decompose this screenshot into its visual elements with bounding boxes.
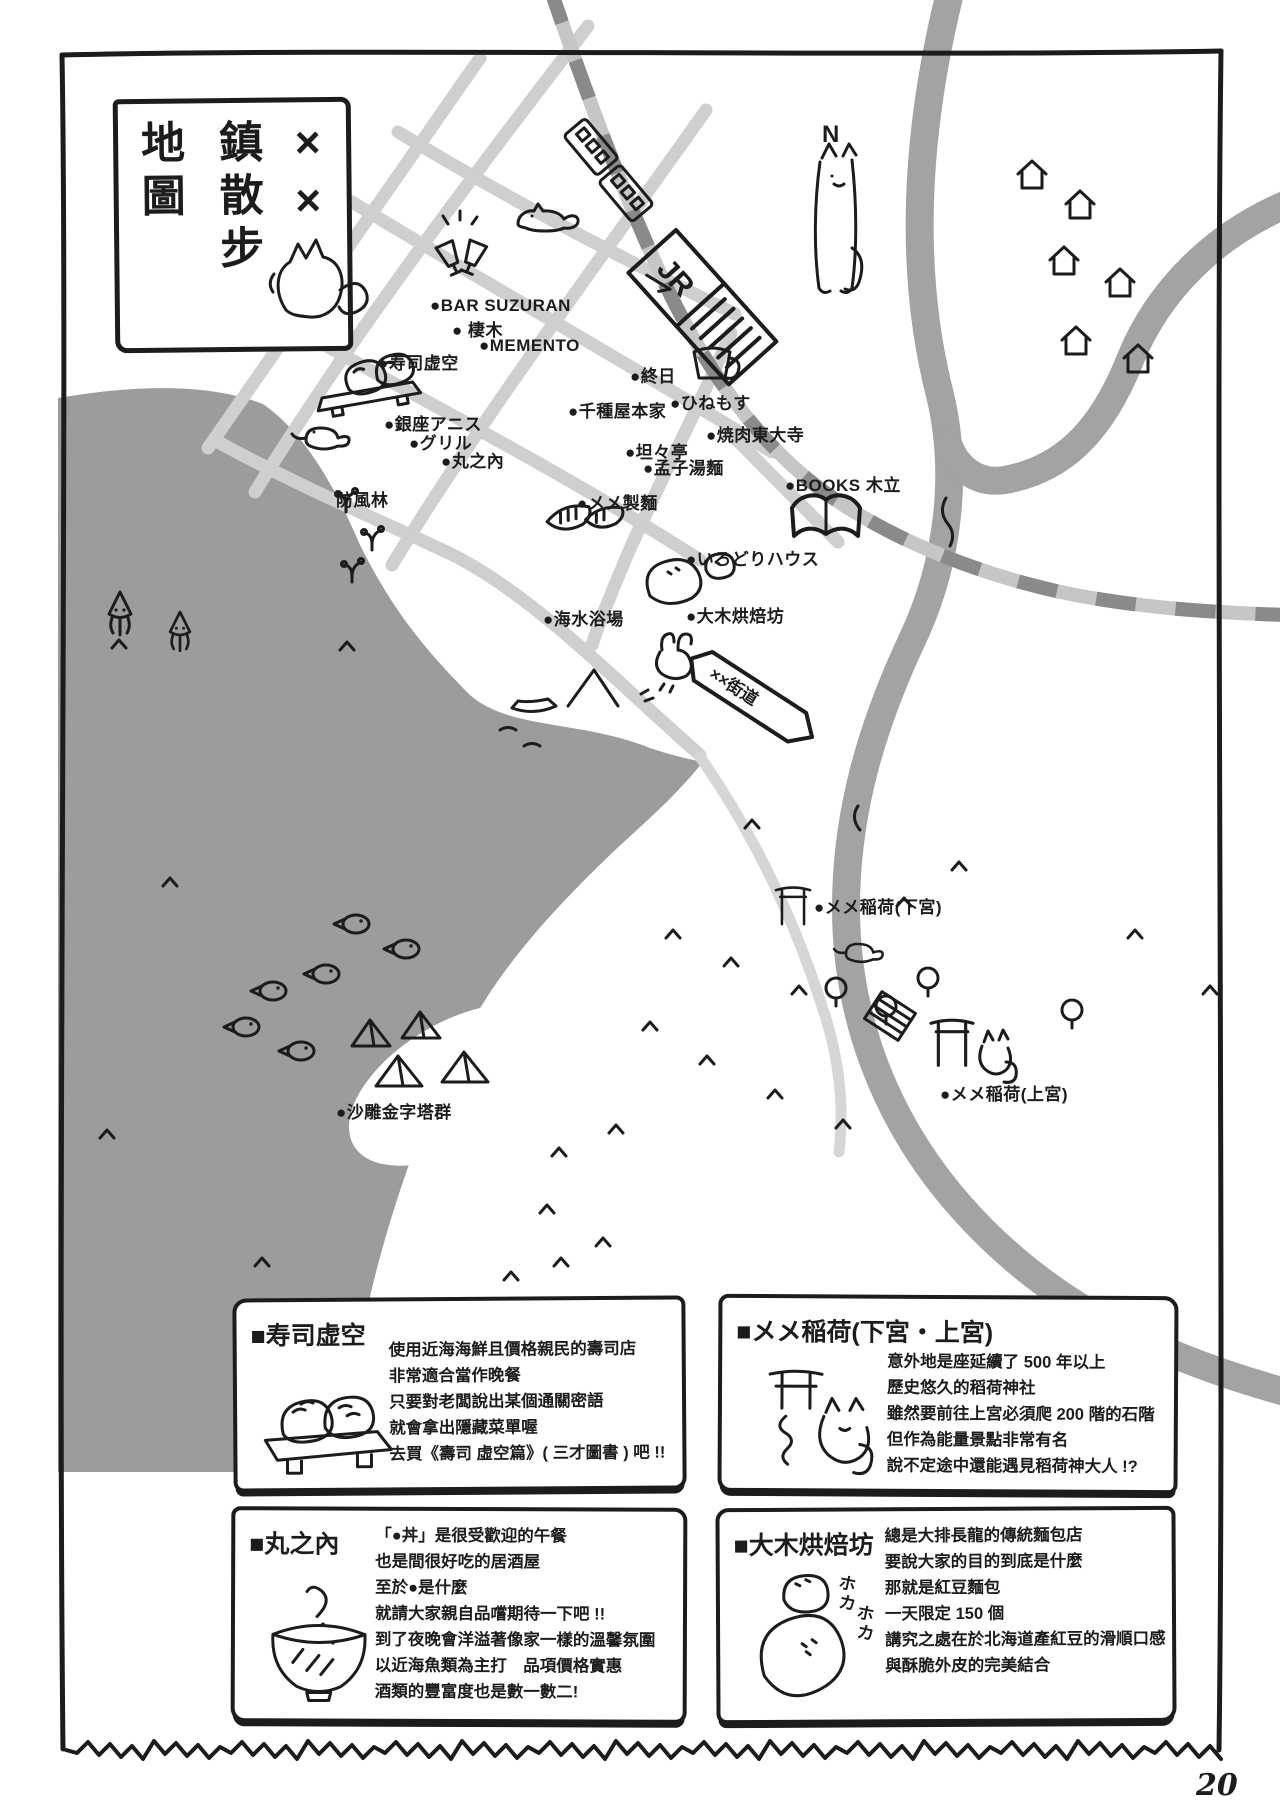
info-box-text: 「●丼」是很受歡迎的午餐也是間很好吃的居酒屋至於●是什麼就請大家親自品嚐期待一下… <box>375 1523 656 1706</box>
info-box-line: 歷史悠久的稻荷神社 <box>886 1378 1036 1398</box>
map-label-hinemosu: ●ひねもす <box>670 394 751 413</box>
info-box-sushi-kokuu: ■寿司虚空 使用近海海鮮且價格親民的壽司店非常適合當作晚餐只要對老闆說出某個通關… <box>232 1295 687 1493</box>
page-border <box>58 48 1224 1761</box>
sea-area <box>58 388 703 1473</box>
sushi-platter-icon <box>263 1395 393 1475</box>
map-label-shuujitsu: ●終日 <box>630 367 676 386</box>
shrine-fox-doodle <box>978 1028 1018 1084</box>
title-col-3: 地圖 <box>133 119 185 227</box>
map-label-sushi-kokuu: ●寿司虚空 <box>378 354 459 373</box>
coffee-cup-icon <box>692 346 741 380</box>
info-box-line: 說不定途中還能遇見稻荷神大人 !? <box>886 1456 1138 1476</box>
map-label-ginza-anise: ●銀座アニス <box>384 415 482 434</box>
info-box-line: 要說大家的目的到底是什麼 <box>884 1552 1083 1572</box>
map-label-meme-seimen: ●メメ製麵 <box>577 494 658 513</box>
info-box-line: 只要對老闆說出某個通關密語 <box>388 1391 604 1412</box>
info-box-title: ■メメ稲荷(下宮・上宮) <box>736 1317 994 1348</box>
info-box-text: 總是大排長龍的傳統麵包店要說大家的目的到底是什麼那就是紅豆麵包一天限定 150 … <box>885 1522 1166 1679</box>
map-label-marunouchi: ●丸之內 <box>441 452 505 471</box>
river <box>831 0 1280 1406</box>
map-label-bofurin: 防風林 <box>336 491 389 510</box>
info-box-line: 去買《壽司 虛空篇》( 三才圖書 ) 吧 !! <box>389 1443 666 1464</box>
compass-label: N <box>822 121 839 148</box>
map-label-yakiniku-todaiji: ●焼肉東大寺 <box>706 426 805 445</box>
info-box-text: 意外地是座延續了 500 年以上歷史悠久的稻荷神社雖然要前往上宮必須爬 200 … <box>887 1349 1155 1480</box>
compass-north-fox: N <box>813 121 864 294</box>
info-box-line: 一天限定 150 個 <box>884 1604 1005 1624</box>
info-box-marunouchi: ■丸之內 「●丼」是很受歡迎的午餐也是間很好吃的居酒屋至於●是什麼就請大家親自品… <box>230 1506 688 1724</box>
info-box-meme-inari: ■メメ稲荷(下宮・上宮) 意外地是座延續了 500 年以上歷史悠久的稻荷神社雖然… <box>717 1293 1179 1495</box>
svg-text:カ: カ <box>837 1592 857 1614</box>
donburi-bowl-icon <box>271 1585 367 1703</box>
info-box-line: 那就是紅豆麵包 <box>884 1578 1001 1598</box>
info-box-line: 酒類的豐富度也是數一數二! <box>374 1682 579 1702</box>
sand-pyramids <box>350 1010 490 1088</box>
map-label-sumiki: ● 棲木 <box>452 321 503 340</box>
info-box-line: 使用近海海鮮且價格親民的壽司店 <box>388 1339 637 1360</box>
map-label-moushi-tangmian: ●孟子湯麵 <box>643 459 724 478</box>
sushi-platter-doodle <box>316 352 423 418</box>
info-box-line: 也是間很好吃的居酒屋 <box>375 1552 541 1572</box>
info-box-title: ■丸之內 <box>249 1530 340 1559</box>
map-label-grill: ●グリル <box>409 434 473 453</box>
info-box-title: ■寿司虚空 <box>250 1321 366 1351</box>
shrine-mouse-doodle <box>832 942 884 964</box>
page-number: 20 <box>1196 1768 1238 1803</box>
shrine-area <box>774 886 1084 1084</box>
map-label-bar-suzuran: ●BAR SUZURAN <box>430 296 571 315</box>
map-label-meme-inari-kami: ●メメ稲荷(上宮) <box>940 1085 1069 1104</box>
svg-text:ホ: ホ <box>837 1573 857 1595</box>
train-doodle <box>563 118 654 223</box>
street-sign: ××街道 <box>689 649 815 744</box>
map-label-irodori-house: ●いろどりハウス <box>686 550 820 569</box>
map-label-tantan-tei: ●坦々亭 <box>625 443 689 462</box>
title-col-2: 鎮散步 <box>211 118 263 279</box>
info-box-line: 總是大排長龍的傳統麵包店 <box>884 1526 1083 1546</box>
torii-fox-icon <box>768 1369 874 1476</box>
rabbit-doodle <box>639 632 693 703</box>
map-label-meme-inari-shimo: ●メメ稲荷(下宮) <box>814 898 943 917</box>
map-label-ooki-bakery: ●大木烘焙坊 <box>686 607 785 626</box>
mouse-doodle <box>290 426 351 451</box>
map-label-memento: ●MEMENTO <box>479 336 580 355</box>
street-sign-label: ××街道 <box>706 663 762 709</box>
noodle-bowls-doodle <box>545 504 625 531</box>
info-box-line: 到了夜晚會洋溢著像家一樣的溫馨氛圍 <box>374 1630 656 1650</box>
info-box-line: 就會拿出隱藏菜單喔 <box>389 1418 538 1438</box>
info-box-line: 講究之處在於北海道產紅豆的滑順口感 <box>885 1629 1166 1650</box>
map-label-chigusaya-honke: ●千種屋本家 <box>568 402 667 421</box>
stream-squiggles <box>853 496 955 832</box>
info-box-line: 非常適合當作晚餐 <box>388 1366 521 1386</box>
info-box-line: 與酥脆外皮的完美結合 <box>885 1656 1051 1676</box>
cheers-glasses-icon <box>434 209 489 277</box>
cat-doodle <box>516 202 580 233</box>
info-box-line: 就請大家親自品嚐期待一下吧 !! <box>374 1604 606 1624</box>
info-box-text: 使用近海海鮮且價格親民的壽司店非常適合當作晚餐只要對老闆說出某個通關密語就會拿出… <box>389 1336 666 1468</box>
map-label-sand-pyramids: ●沙雕金字塔群 <box>336 1103 452 1122</box>
info-box-line: 意外地是座延續了 500 年以上 <box>887 1352 1106 1372</box>
map-label-kaisui-yokujou: ●海水浴場 <box>543 610 624 629</box>
beach-doodles <box>498 668 620 748</box>
svg-text:カ: カ <box>855 1622 875 1644</box>
map-label-books-kodachi: ●BOOKS 木立 <box>785 476 901 495</box>
info-box-line: 「●丼」是很受歡迎的午餐 <box>375 1526 567 1546</box>
info-box-ooki-bakery: ■大木烘焙坊 總是大排長龍的傳統麵包店要說大家的目的到底是什麼那就是紅豆麵包一天… <box>715 1505 1177 1725</box>
fox-paw-icon <box>268 238 369 319</box>
bread-doodle <box>645 552 736 605</box>
svg-text:ホ: ホ <box>855 1603 875 1625</box>
info-box-line: 至於●是什麼 <box>375 1578 468 1598</box>
info-box-line: 但作為能量景點非常有名 <box>886 1430 1069 1450</box>
info-box-line: 以近海魚類為主打 品項價格實惠 <box>374 1656 623 1676</box>
open-book-icon <box>790 493 862 538</box>
info-box-line: 雖然要前往上宮必須爬 200 階的石階 <box>886 1404 1155 1425</box>
